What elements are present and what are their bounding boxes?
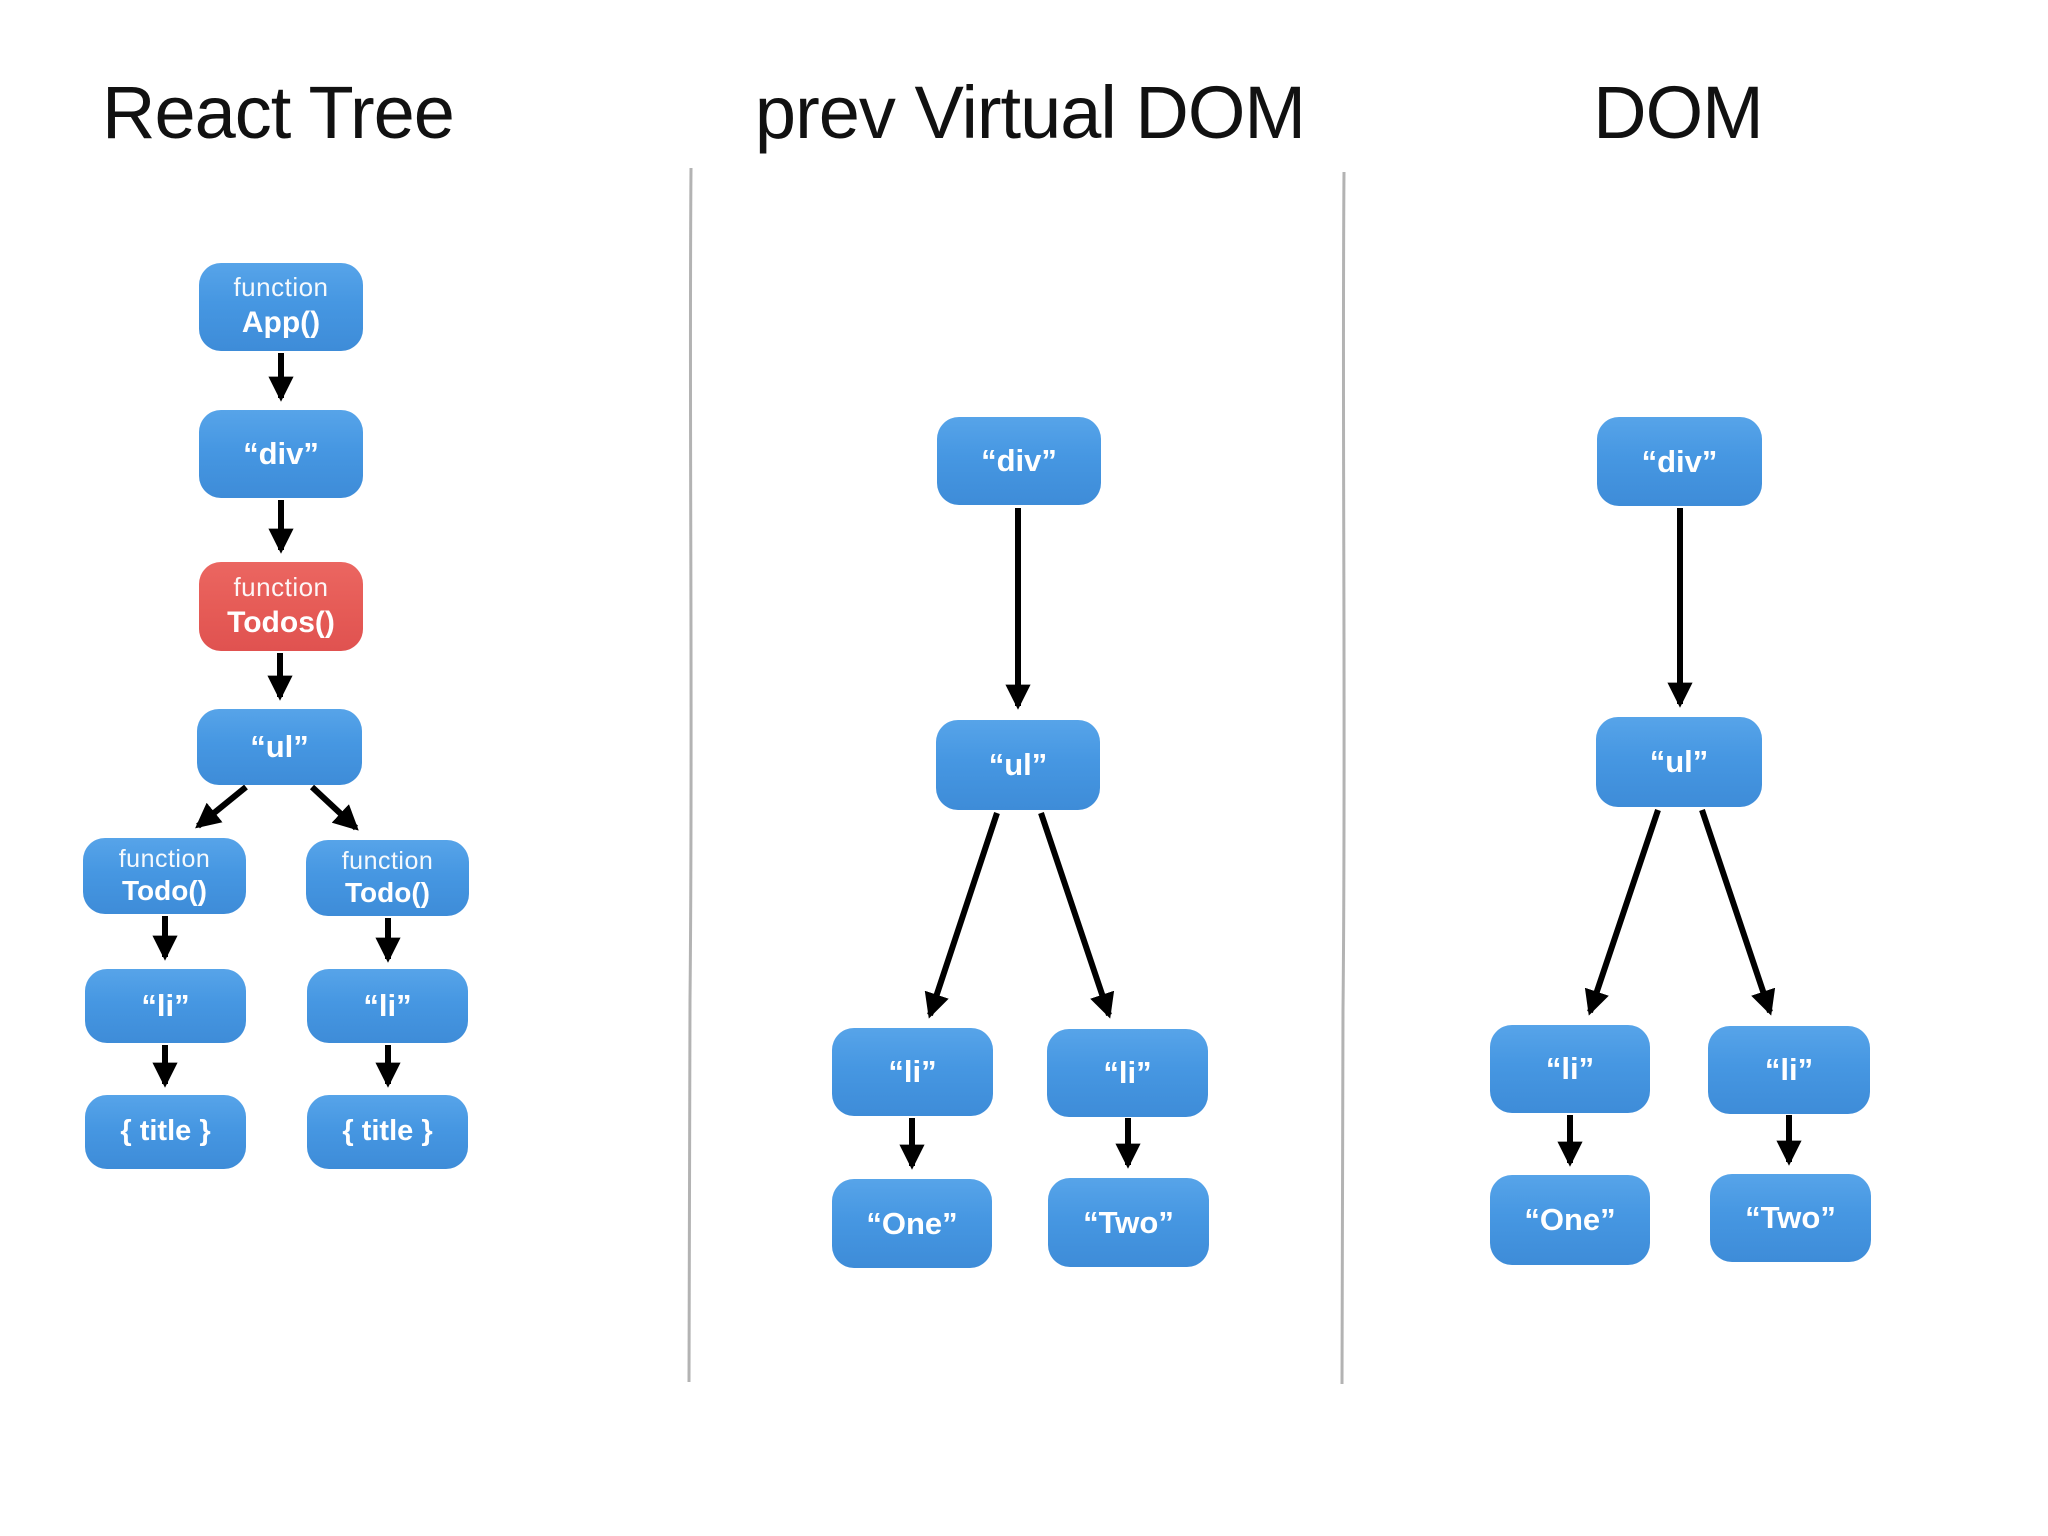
node-label: function <box>341 847 434 876</box>
node-vdom-two: “Two” <box>1048 1178 1209 1267</box>
node-react-function-todo-left: function Todo() <box>83 838 246 914</box>
node-label: function <box>118 845 211 874</box>
arrow-react-ul-to-todo-left <box>195 784 248 829</box>
arrow-react-ul-to-todo-right <box>309 784 359 831</box>
node-react-li-right: “li” <box>307 969 468 1043</box>
column-title-dom: DOM <box>1593 71 1764 154</box>
node-dom-two: “Two” <box>1710 1174 1871 1262</box>
node-label: “li” <box>363 988 412 1024</box>
node-label: { title } <box>342 1115 433 1148</box>
node-vdom-li-left: “li” <box>832 1028 993 1116</box>
node-react-title-right: { title } <box>307 1095 468 1169</box>
node-label: function <box>233 272 329 303</box>
node-label: “li” <box>1103 1055 1152 1091</box>
node-label: Todos() <box>227 605 335 639</box>
node-label: “One” <box>1524 1202 1616 1238</box>
divider-right <box>1340 171 1346 1385</box>
node-label: “div” <box>981 443 1057 479</box>
arrow-dom-ul-to-li-right <box>1699 809 1776 1016</box>
column-title-prev-virtual-dom: prev Virtual DOM <box>754 71 1306 154</box>
node-react-function-todos: function Todos() <box>199 562 363 651</box>
node-label: “div” <box>1641 443 1718 479</box>
node-label: “li” <box>1764 1052 1814 1088</box>
column-title-react-tree: React Tree <box>102 71 455 154</box>
node-vdom-one: “One” <box>832 1179 992 1268</box>
node-label: “li” <box>888 1054 937 1090</box>
arrow-vdom-ul-to-li-left <box>924 812 1000 1019</box>
node-label: “ul” <box>1649 744 1709 780</box>
node-react-title-left: { title } <box>85 1095 246 1169</box>
node-react-ul: “ul” <box>197 709 362 785</box>
node-dom-li-right: “li” <box>1708 1026 1870 1114</box>
node-dom-ul: “ul” <box>1596 717 1762 807</box>
node-react-li-left: “li” <box>85 969 246 1043</box>
node-label: “div” <box>243 436 319 472</box>
node-label: “li” <box>141 988 190 1024</box>
node-react-div: “div” <box>199 410 363 498</box>
node-react-function-app: function App() <box>199 263 363 351</box>
node-dom-li-left: “li” <box>1490 1025 1650 1113</box>
node-label: Todo() <box>345 876 430 908</box>
node-vdom-ul: “ul” <box>936 720 1100 810</box>
node-label: “li” <box>1545 1051 1595 1087</box>
node-vdom-li-right: “li” <box>1047 1029 1208 1117</box>
node-label: “ul” <box>988 747 1048 783</box>
arrow-dom-ul-to-li-left <box>1584 809 1661 1016</box>
node-label: “One” <box>866 1205 958 1241</box>
node-label: App() <box>241 306 321 340</box>
node-label: Todo() <box>122 874 207 906</box>
divider-left <box>687 167 693 1383</box>
node-react-function-todo-right: function Todo() <box>306 840 469 916</box>
node-label: { title } <box>120 1115 211 1148</box>
node-dom-div: “div” <box>1597 417 1762 506</box>
arrow-vdom-ul-to-li-right <box>1038 812 1115 1019</box>
node-vdom-div: “div” <box>937 417 1101 505</box>
node-label: “ul” <box>250 729 309 765</box>
node-dom-one: “One” <box>1490 1175 1650 1265</box>
node-label: function <box>233 571 329 602</box>
node-label: “Two” <box>1083 1204 1174 1240</box>
node-label: “Two” <box>1745 1200 1836 1236</box>
